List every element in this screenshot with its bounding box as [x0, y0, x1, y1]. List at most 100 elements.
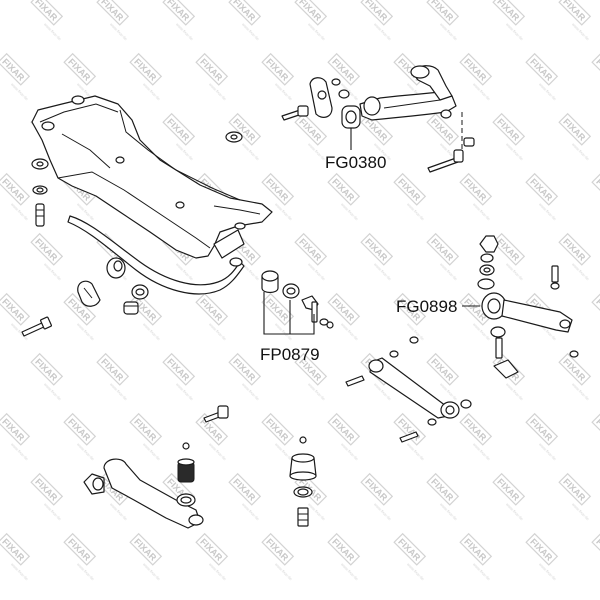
watermark-brand: FIXAR: [231, 0, 258, 23]
right-mount-stack: [477, 235, 560, 290]
watermark-frame: [327, 532, 361, 566]
watermark-frame: [0, 52, 31, 86]
watermark-brand: FIXAR: [297, 0, 324, 23]
watermark-brand: FIXAR: [429, 0, 456, 23]
watermark-frame: [426, 232, 460, 266]
watermark-frame: [525, 52, 559, 86]
watermark-frame: [591, 412, 600, 446]
watermark-frame: [30, 472, 64, 506]
trailing-link-right: [490, 299, 579, 379]
callout-fg0898: FG0898: [396, 297, 457, 316]
watermark-frame: [591, 52, 600, 86]
upper-arm-bracket: [281, 77, 475, 173]
watermark-frame: [195, 52, 229, 86]
watermark-frame: [591, 172, 600, 206]
lateral-link: [345, 336, 472, 443]
fg0898-bushing: [481, 292, 507, 320]
watermark-frame: [459, 172, 493, 206]
watermark-frame: [360, 472, 394, 506]
watermark-frame: [162, 0, 196, 26]
watermark-frame: [294, 0, 328, 26]
subframe-mount-hardware: [31, 131, 243, 227]
watermark-frame: [0, 412, 31, 446]
watermark-frame: [360, 0, 394, 26]
watermark-frame: [261, 52, 295, 86]
watermark-frame: [426, 352, 460, 386]
watermark-frame: [294, 232, 328, 266]
watermark-frame: [0, 292, 31, 326]
watermark-frame: [261, 412, 295, 446]
watermark-frame: [327, 412, 361, 446]
watermark-frame: [63, 412, 97, 446]
watermark-frame: [393, 292, 427, 326]
watermark-frame: [459, 52, 493, 86]
watermark-frame: [459, 532, 493, 566]
stabilizer-bar: [67, 215, 245, 295]
watermark-frame: [30, 0, 64, 26]
watermark-brand: FIXAR: [561, 0, 588, 23]
watermark-frame: [459, 412, 493, 446]
watermark-frame: [525, 412, 559, 446]
watermark-frame: [162, 352, 196, 386]
watermark-frame: [129, 412, 163, 446]
watermark-frame: [525, 172, 559, 206]
watermark-frame: [195, 412, 229, 446]
lower-left-bolt: [21, 316, 52, 337]
watermark-frame: [294, 352, 328, 386]
watermark-frame: [558, 112, 592, 146]
watermark-frame: [129, 532, 163, 566]
watermark-frame: [228, 472, 262, 506]
watermark-frame: [459, 292, 493, 326]
watermark-frame: [327, 292, 361, 326]
watermark-frame: [327, 172, 361, 206]
watermark-frame: [393, 172, 427, 206]
watermark-frame: [261, 532, 295, 566]
watermark-brand: FIXAR: [33, 0, 60, 23]
watermark-frame: [492, 0, 526, 26]
fg0380-bushing: [341, 105, 361, 129]
watermark-frame: [591, 292, 600, 326]
